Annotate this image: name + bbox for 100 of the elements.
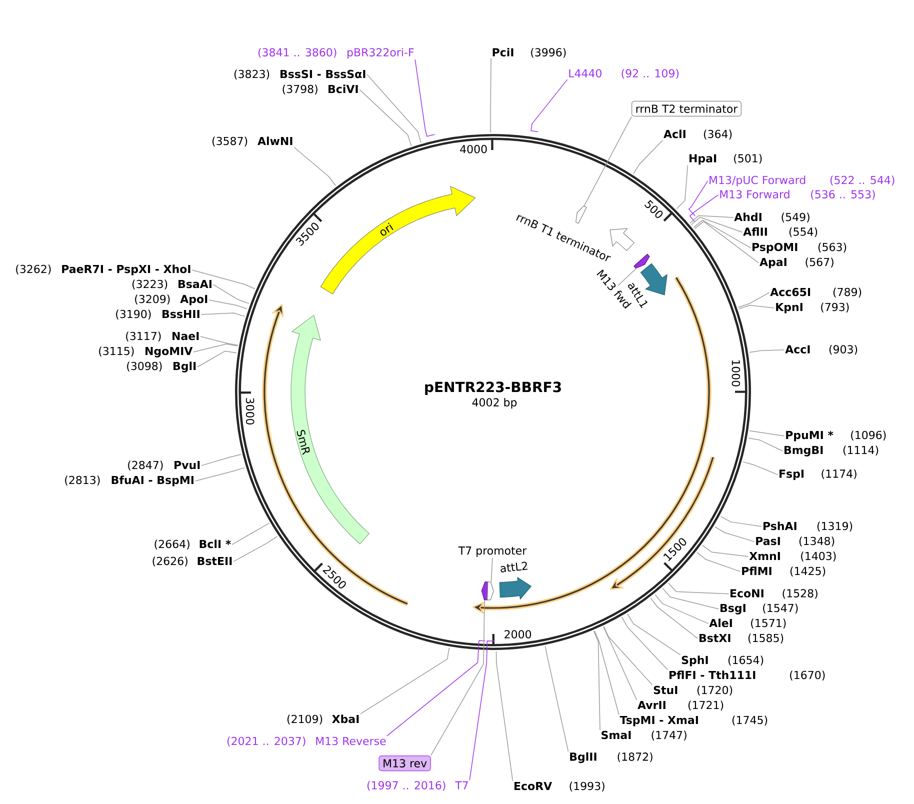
leader-line [544, 646, 569, 752]
cut-site-label: (3587) AlwNI [212, 136, 292, 146]
cut-site-label: StuI (1720) [654, 686, 732, 696]
primer-label: (2021 .. 2037) M13 Reverse [227, 736, 386, 746]
leader-line [232, 522, 270, 545]
cut-site-label: AleI (1571) [709, 618, 786, 628]
leader-line [738, 304, 775, 310]
cut-site-label: (3117) NaeI [126, 332, 199, 342]
leader-line [193, 344, 238, 352]
cut-site-label: PflMI (1425) [742, 566, 826, 576]
cut-site-label: (2109) XbaI [287, 714, 359, 724]
cut-site-label: SmaI (1747) [602, 730, 686, 740]
cut-site-label: AccI (903) [785, 344, 858, 355]
leader-line [618, 268, 636, 286]
leader-line [622, 616, 668, 670]
leader-line [469, 640, 495, 781]
cut-site-label: KpnI (793) [776, 302, 849, 314]
leader-line [490, 557, 493, 582]
tick-label: 1000 [732, 360, 740, 386]
leader-line [294, 146, 336, 186]
cut-site-label: PflFI - Tth111I (1670) [670, 670, 825, 680]
tick-label: 2000 [504, 630, 532, 638]
label-box: M13 rev [378, 756, 431, 772]
leader-line [208, 300, 248, 310]
leader-line [627, 614, 681, 656]
leader-line [668, 582, 730, 594]
leader-line [702, 544, 749, 557]
feature-block: SmR [290, 314, 370, 544]
leader-line [690, 216, 743, 233]
leader-line [593, 630, 600, 730]
leader-line [603, 626, 653, 686]
leader-line [366, 74, 422, 144]
leader-line [742, 461, 778, 476]
leader-line [714, 526, 755, 542]
leader-line [360, 647, 450, 714]
leader-line [688, 180, 708, 216]
cut-site-label: Acc65I (789) [770, 288, 862, 298]
tick-label: 500 [644, 200, 663, 218]
feature-block: ori [320, 186, 476, 294]
cut-site-label: AhdI (549) [734, 212, 810, 222]
primer-label: (1997 .. 2016) T7 [367, 780, 468, 791]
leader-line [200, 336, 238, 346]
cut-site-label: (3190) BssHII [116, 310, 200, 320]
leader-line [654, 594, 709, 624]
cut-site-label: PciI (3996) [492, 48, 566, 58]
cut-site-label: ApaI (567) [760, 258, 834, 268]
cut-site-label: BstXI (1585) [700, 634, 784, 644]
tick-label: 4000 [460, 144, 487, 154]
cut-site-label: (2664) BclI * [154, 540, 231, 550]
plasmid-name: pENTR223-BBRF3 [425, 382, 561, 395]
cut-site-label: EcoRV (1993) [514, 782, 604, 792]
leader-line [359, 89, 412, 146]
leader-line [233, 536, 278, 562]
leader-line [738, 292, 770, 308]
leader-line [594, 630, 620, 716]
cut-site-label: AflII (554) [743, 227, 818, 238]
leader-line [414, 59, 436, 137]
leader-line [194, 467, 246, 482]
leader-line [201, 454, 242, 466]
cut-site-label: (3798) BciVI [282, 84, 358, 94]
cut-site-label: (3823) BssSI - BssSαI [234, 70, 366, 80]
cut-site-label: (3115) NgoMIV [99, 346, 193, 358]
cut-site-label: FspI (1174) [780, 469, 856, 480]
cut-site-label: PshAI (1319) [764, 522, 852, 532]
leader-line [694, 221, 760, 264]
leader-line [200, 312, 246, 317]
leader-line [689, 194, 719, 222]
feature-block [576, 206, 587, 224]
cut-site-label: XmnI (1403) [749, 552, 836, 562]
leader-line [386, 640, 486, 736]
leader-line [197, 350, 237, 368]
cut-site-label: AvrII (1721) [638, 700, 724, 710]
leader-line [749, 430, 785, 436]
leader-line [749, 349, 785, 353]
leader-line [662, 588, 720, 610]
leader-line [584, 116, 632, 206]
cut-site-label: HpaI (501) [690, 154, 762, 165]
leader-line [693, 220, 752, 248]
cut-site-label: PpuMI * (1096) [786, 430, 886, 442]
leader-line [632, 140, 664, 174]
cut-site-label: EcoNI (1528) [730, 588, 818, 599]
primer-label: M13/pUC Forward (522 .. 544) [710, 176, 894, 186]
leader-line [748, 438, 784, 452]
cut-site-label: (3098) BglI [127, 362, 196, 372]
feature-block [634, 254, 650, 269]
cut-site-label: SphI (1654) [682, 656, 764, 666]
label-box: rrnB T2 terminator [632, 100, 742, 116]
feature-label: attL2 [500, 562, 528, 572]
leader-line [212, 284, 250, 304]
primer-label: (3841 .. 3860) pBR322ori-F [258, 48, 414, 59]
tick-label: 3000 [246, 398, 254, 424]
cut-site-label: (2813) BfuAI - BspMI [65, 476, 194, 486]
cut-site-label: (2847) PvuI [128, 460, 200, 470]
plasmid-length: 4002 bp [472, 398, 517, 409]
cut-site-label: BglII (1872) [570, 752, 652, 764]
primer-label: M13 Forward (536 .. 553) [720, 190, 875, 200]
cut-site-label: PspOMI (563) [752, 242, 846, 254]
leader-line [530, 79, 568, 132]
primer-label: L4440 (92 .. 109) [569, 68, 679, 79]
feature-label: T7 promoter [458, 546, 527, 557]
